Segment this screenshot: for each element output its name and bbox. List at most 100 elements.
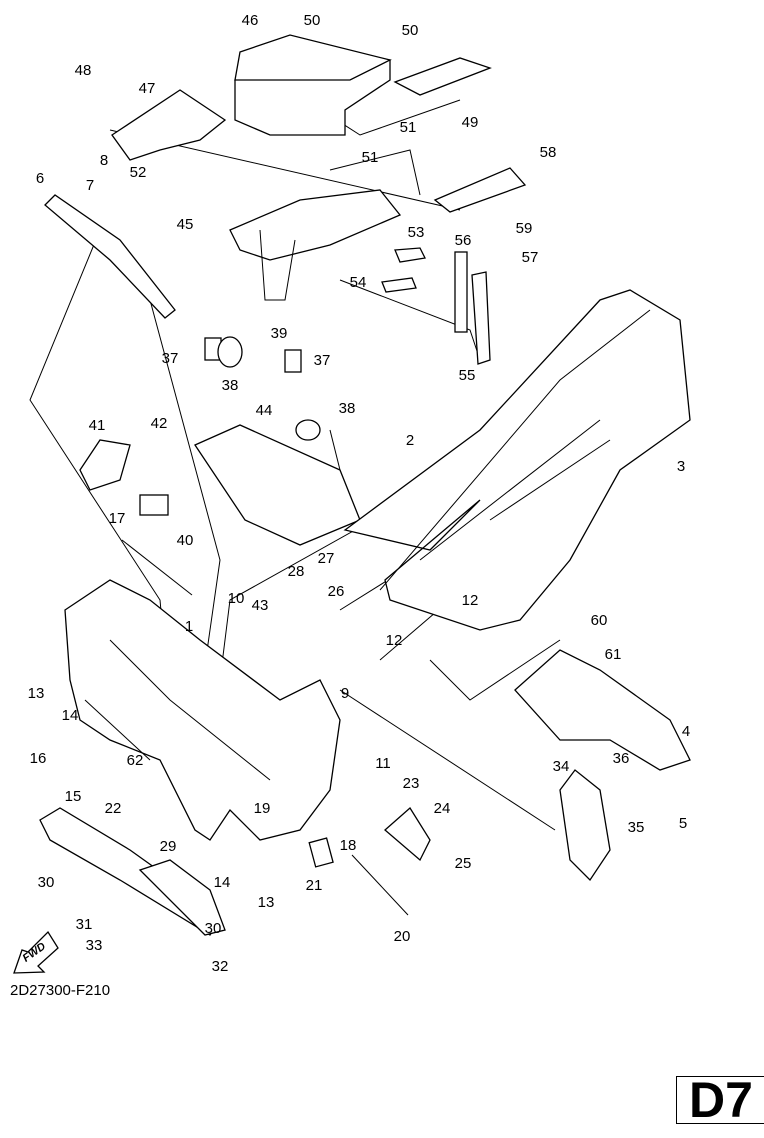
callout-34: 34 [553,758,570,775]
long-bolt [121,539,193,596]
callout-30: 30 [38,874,55,891]
callout-27: 27 [318,550,335,567]
callout-51: 51 [400,119,417,136]
callout-61: 61 [605,646,622,663]
callout-24: 24 [434,800,451,817]
callout-19: 19 [254,800,271,817]
callout-11: 11 [375,755,391,772]
callout-17: 17 [109,510,126,527]
footrest-bracket [514,649,691,771]
callout-38: 38 [339,400,356,417]
callout-39: 39 [271,325,288,342]
callout-42: 42 [151,415,168,432]
callout-44: 44 [256,402,273,419]
holder [139,494,169,516]
callout-14: 14 [214,874,231,891]
rear-frame [343,289,691,631]
clamp [284,349,302,373]
callout-8: 8 [100,152,108,169]
callout-29: 29 [160,838,177,855]
battery-cover [393,57,492,96]
damper [394,247,426,263]
callout-56: 56 [455,232,472,249]
callout-9: 9 [341,685,349,702]
callout-10: 10 [228,590,245,607]
callout-52: 52 [130,164,147,181]
callout-50: 50 [402,22,419,39]
callout-14: 14 [62,707,79,724]
engine-bracket [384,807,431,862]
callout-12: 12 [462,592,479,609]
callout-7: 7 [86,177,94,194]
callout-31: 31 [76,916,93,933]
callout-26: 26 [328,583,345,600]
callout-55: 55 [459,367,476,384]
callout-51: 51 [362,149,379,166]
callout-25: 25 [455,855,472,872]
main-frame [64,579,341,841]
callout-21: 21 [306,877,323,894]
strap [454,251,468,333]
callout-33: 33 [86,937,103,954]
long-bolt [351,854,409,916]
battery-box [234,34,392,136]
callout-58: 58 [540,144,557,161]
callout-32: 32 [212,958,229,975]
callout-28: 28 [288,563,305,580]
band [471,271,491,365]
rear-bracket [229,149,421,301]
pad [381,277,417,293]
callout-45: 45 [177,216,194,233]
callout-23: 23 [403,775,420,792]
callout-30: 30 [205,920,222,937]
insulation-sheet [194,424,361,546]
page-id-box: D7 [676,1076,764,1124]
callout-36: 36 [613,750,630,767]
lower-bracket [138,859,226,936]
callout-50: 50 [304,12,321,29]
callout-48: 48 [75,62,92,79]
callout-1: 1 [185,618,193,635]
callout-49: 49 [462,114,479,131]
callout-37: 37 [162,350,179,367]
callout-41: 41 [89,417,106,434]
callout-20: 20 [394,928,411,945]
callout-40: 40 [177,532,194,549]
callout-5: 5 [679,815,687,832]
forward-arrow-icon: FWD [13,930,59,974]
callout-2: 2 [406,432,414,449]
callout-53: 53 [408,224,425,241]
bracket [79,439,131,491]
callout-22: 22 [105,800,122,817]
callout-38: 38 [222,377,239,394]
drawing-code: 2D27300-F210 [10,982,110,999]
callout-54: 54 [350,274,367,291]
bracket-plate [433,167,527,213]
heel-guard [559,769,611,882]
callout-3: 3 [677,458,685,475]
callout-35: 35 [628,819,645,836]
grommet [217,336,243,368]
callout-4: 4 [682,723,690,740]
callout-16: 16 [30,750,47,767]
callout-37: 37 [314,352,331,369]
callout-59: 59 [516,220,533,237]
stay [44,194,176,319]
callout-43: 43 [252,597,269,614]
callout-62: 62 [127,752,144,769]
side-panel [111,89,227,161]
callout-18: 18 [340,837,357,854]
callout-13: 13 [258,894,275,911]
collar [308,837,334,868]
page-id: D7 [689,1076,753,1124]
callout-47: 47 [139,80,156,97]
cap [295,419,321,441]
callout-46: 46 [242,12,259,29]
callout-15: 15 [65,788,82,805]
callout-60: 60 [591,612,608,629]
callout-13: 13 [28,685,45,702]
callout-6: 6 [36,170,44,187]
callout-57: 57 [522,249,539,266]
